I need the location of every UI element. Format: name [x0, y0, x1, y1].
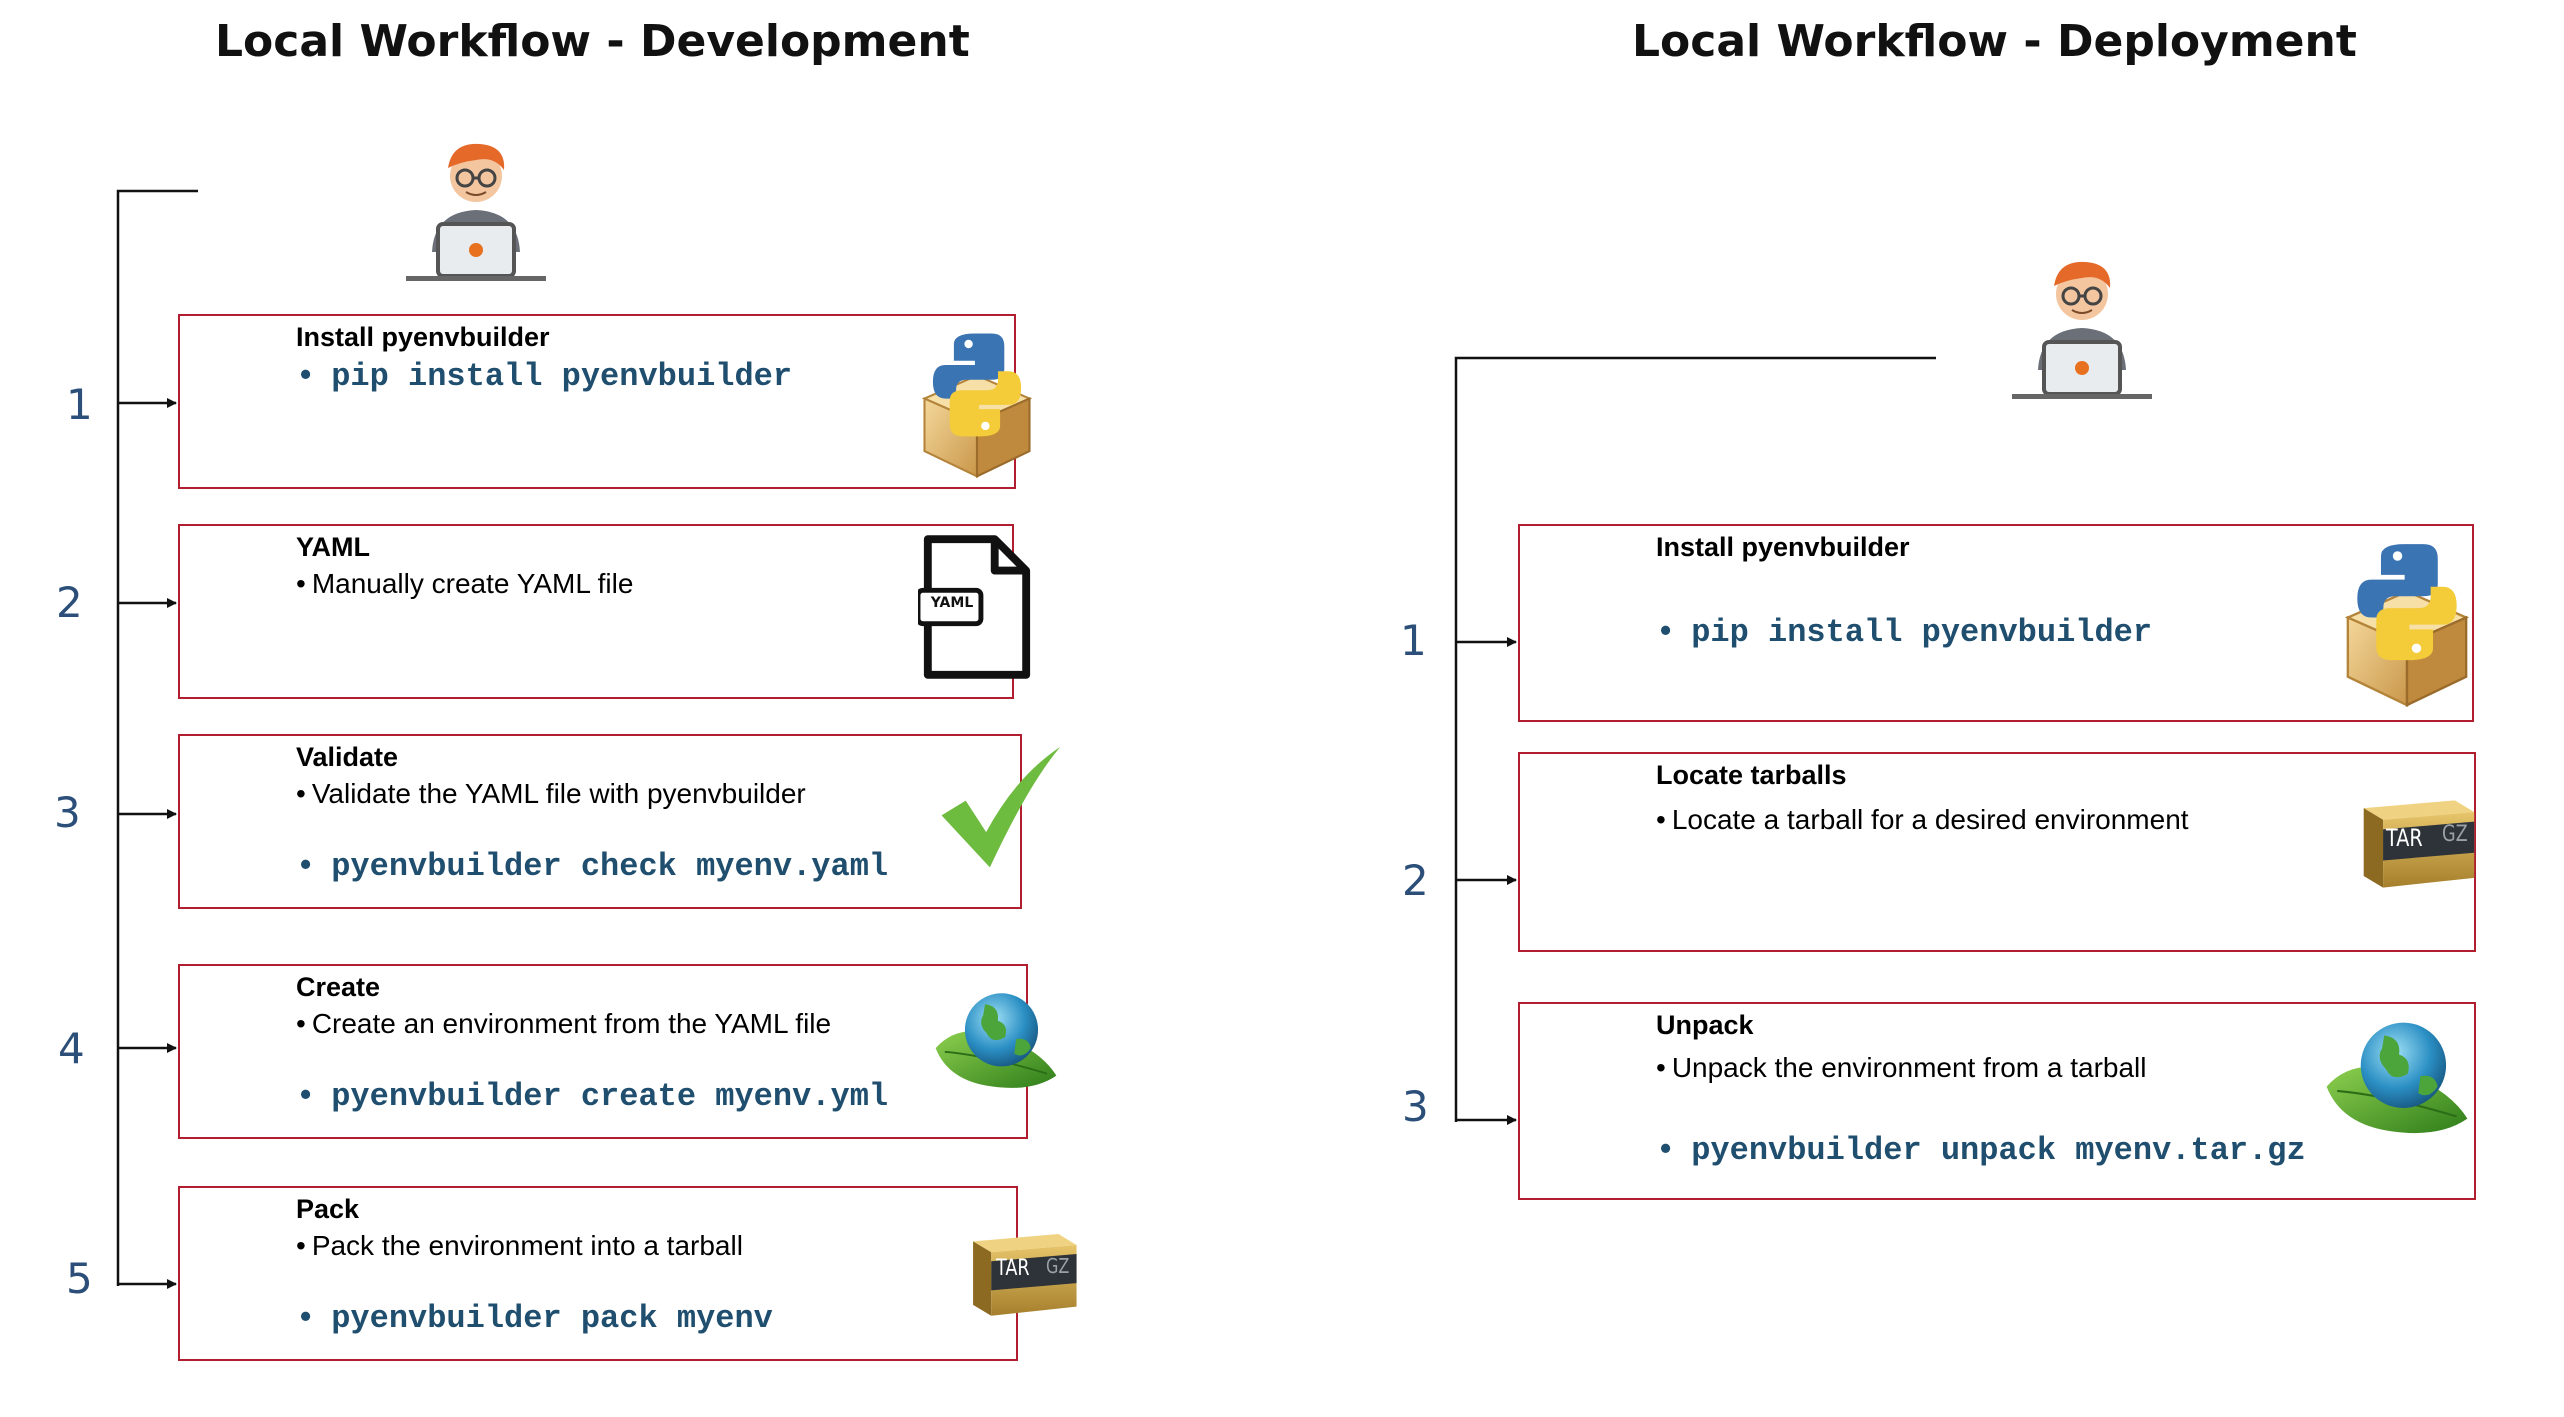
step-description: Create an environment from the YAML file: [296, 1008, 831, 1040]
step-number: 3: [54, 788, 81, 837]
globe-on-leaf-icon: [2322, 1012, 2472, 1140]
gz-label: GZ: [2442, 822, 2468, 847]
bracket-line-deployment: [1454, 356, 1936, 1122]
step-description: Locate a tarball for a desired environme…: [1656, 804, 2189, 836]
step-box-validate: Validate Validate the YAML file with pye…: [178, 734, 1022, 909]
bracket-line-development: [116, 189, 198, 1286]
step-number: 1: [66, 380, 93, 429]
step-title: Create: [296, 972, 381, 1002]
step-number: 2: [56, 578, 83, 627]
tar-label: TAR: [2386, 824, 2423, 852]
step-command: •pyenvbuilder create myenv.yml: [296, 1078, 889, 1115]
title-development: Local Workflow - Development: [215, 16, 970, 67]
step-box-pack: Pack Pack the environment into a tarball…: [178, 1186, 1018, 1361]
python-package-icon: [914, 322, 1040, 492]
python-package-icon: [2336, 532, 2478, 722]
tar-label: TAR: [996, 1256, 1030, 1281]
step-box-create: Create Create an environment from the YA…: [178, 964, 1028, 1139]
step-description: Unpack the environment from a tarball: [1656, 1052, 2147, 1084]
step-number: 3: [1402, 1082, 1429, 1131]
step-title: Install pyenvbuilder: [1656, 532, 1910, 562]
step-description: Validate the YAML file with pyenvbuilder: [296, 778, 806, 810]
step-command: •pyenvbuilder pack myenv: [296, 1300, 773, 1337]
step-title: Validate: [296, 742, 399, 772]
step-number: 5: [66, 1254, 93, 1303]
step-box-install-deploy: Install pyenvbuilder •pip install pyenvb…: [1518, 524, 2474, 722]
step-title: Pack: [296, 1194, 360, 1224]
step-command: •pip install pyenvbuilder: [296, 358, 793, 395]
tar-gz-archive-icon: TAR GZ: [2354, 794, 2480, 892]
step-title: Unpack: [1656, 1010, 1754, 1040]
yaml-badge-label: YAML: [930, 595, 974, 611]
step-number: 1: [1400, 616, 1427, 665]
step-box-unpack: Unpack Unpack the environment from a tar…: [1518, 1002, 2476, 1200]
step-title: Locate tarballs: [1656, 760, 1847, 790]
step-number: 4: [58, 1024, 85, 1073]
developer-icon: [376, 134, 576, 294]
step-title: Install pyenvbuilder: [296, 322, 550, 352]
title-deployment: Local Workflow - Deployment: [1632, 16, 2357, 67]
step-command: •pyenvbuilder unpack myenv.tar.gz: [1656, 1132, 2306, 1169]
step-title: YAML: [296, 532, 371, 562]
gz-label: GZ: [1046, 1254, 1070, 1278]
step-description: Manually create YAML file: [296, 568, 634, 600]
step-command: •pip install pyenvbuilder: [1656, 614, 2153, 651]
step-box-locate: Locate tarballs Locate a tarball for a d…: [1518, 752, 2476, 952]
globe-on-leaf-icon: [932, 984, 1060, 1094]
tar-gz-archive-icon: TAR GZ: [964, 1228, 1082, 1320]
step-box-yaml: YAML Manually create YAML file YAML: [178, 524, 1014, 699]
step-number: 2: [1402, 856, 1429, 905]
step-description: Pack the environment into a tarball: [296, 1230, 743, 1262]
step-command: •pyenvbuilder check myenv.yaml: [296, 848, 889, 885]
green-checkmark-icon: [936, 740, 1066, 876]
step-box-install: Install pyenvbuilder •pip install pyenvb…: [178, 314, 1016, 489]
developer-icon: [1982, 252, 2182, 412]
